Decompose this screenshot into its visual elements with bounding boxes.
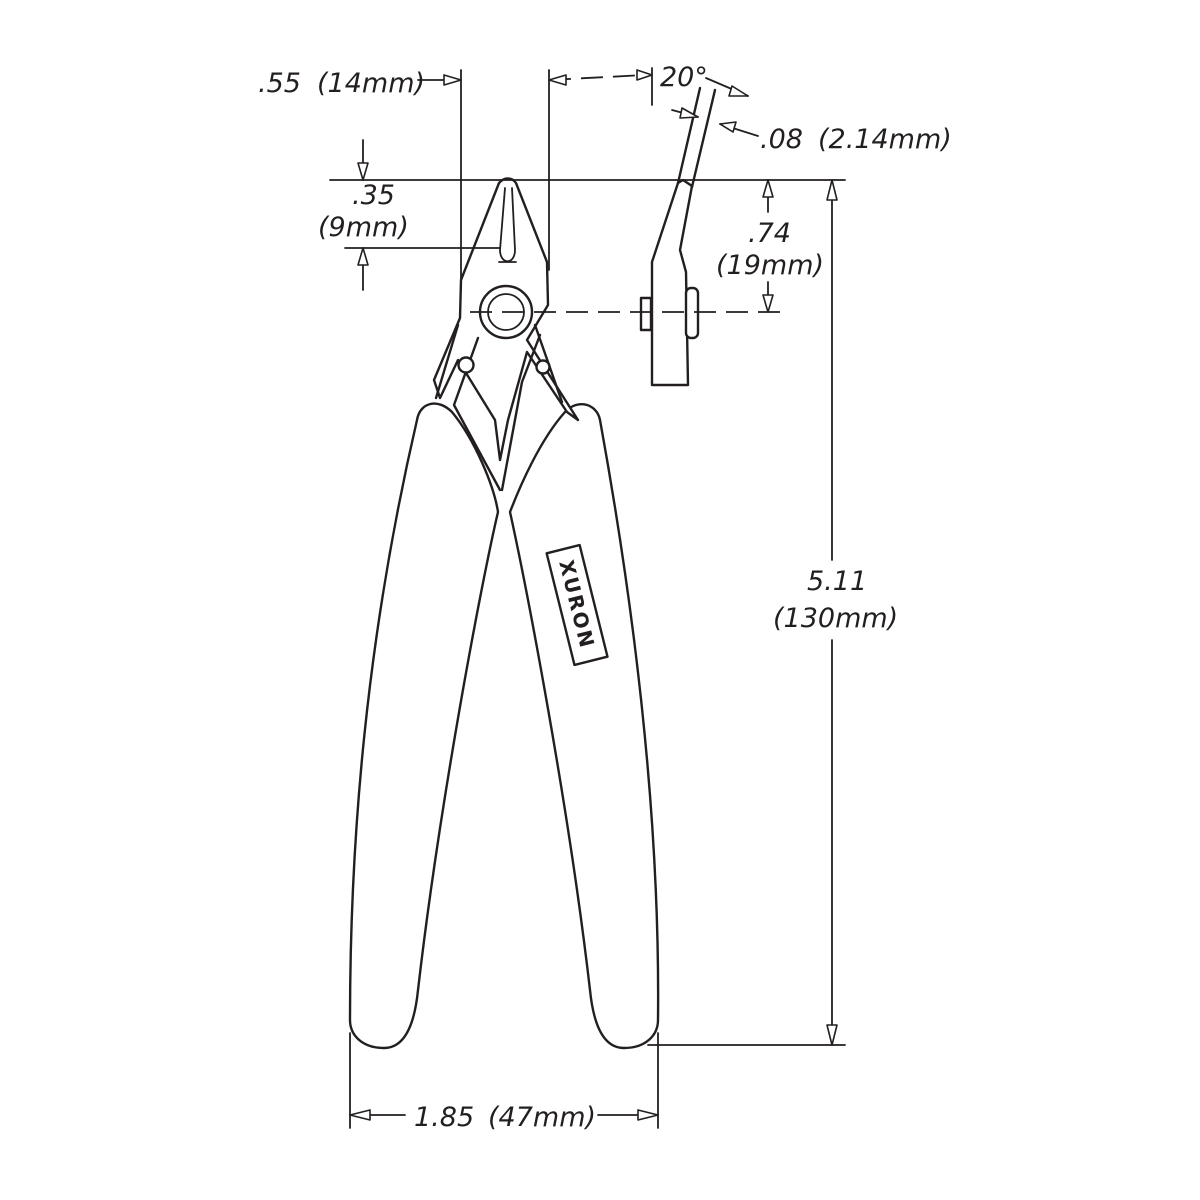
plier-head (432, 177, 580, 492)
head-length-value: .74 (748, 218, 791, 249)
handle-span-metric: (47mm) (488, 1102, 596, 1133)
tip-angle-dimension: 20° (636, 62, 749, 106)
head-length-metric: (19mm) (716, 250, 824, 281)
handle-span-value: 1.85 (414, 1102, 474, 1133)
cut-length-metric: (9mm) (318, 212, 409, 243)
jaw-width-value: .55 (258, 68, 301, 99)
handle-span-dimension: 1.85 (47mm) (349, 1032, 659, 1133)
cut-length-value: .35 (352, 180, 395, 211)
left-handle (348, 402, 500, 1050)
jaw-width-metric: (14mm) (317, 68, 425, 99)
head-length-dimension: .74 (19mm) (716, 179, 824, 313)
tip-thickness-metric: (2.14mm) (818, 124, 952, 155)
overall-length-dimension: 5.11 (130mm) (647, 179, 898, 1046)
cut-length-dimension: .35 (9mm) (318, 139, 501, 291)
tip-angle-value: 20° (660, 62, 708, 93)
overall-length-metric: (130mm) (773, 603, 898, 634)
overall-length-value: 5.11 (807, 566, 867, 597)
tip-thickness-value: .08 (760, 124, 803, 155)
side-view (639, 86, 717, 387)
right-handle (508, 402, 660, 1050)
jaw-width-dimension: .55 (14mm) (258, 68, 646, 281)
tip-thickness-dimension: .08 (2.14mm) (671, 107, 952, 155)
